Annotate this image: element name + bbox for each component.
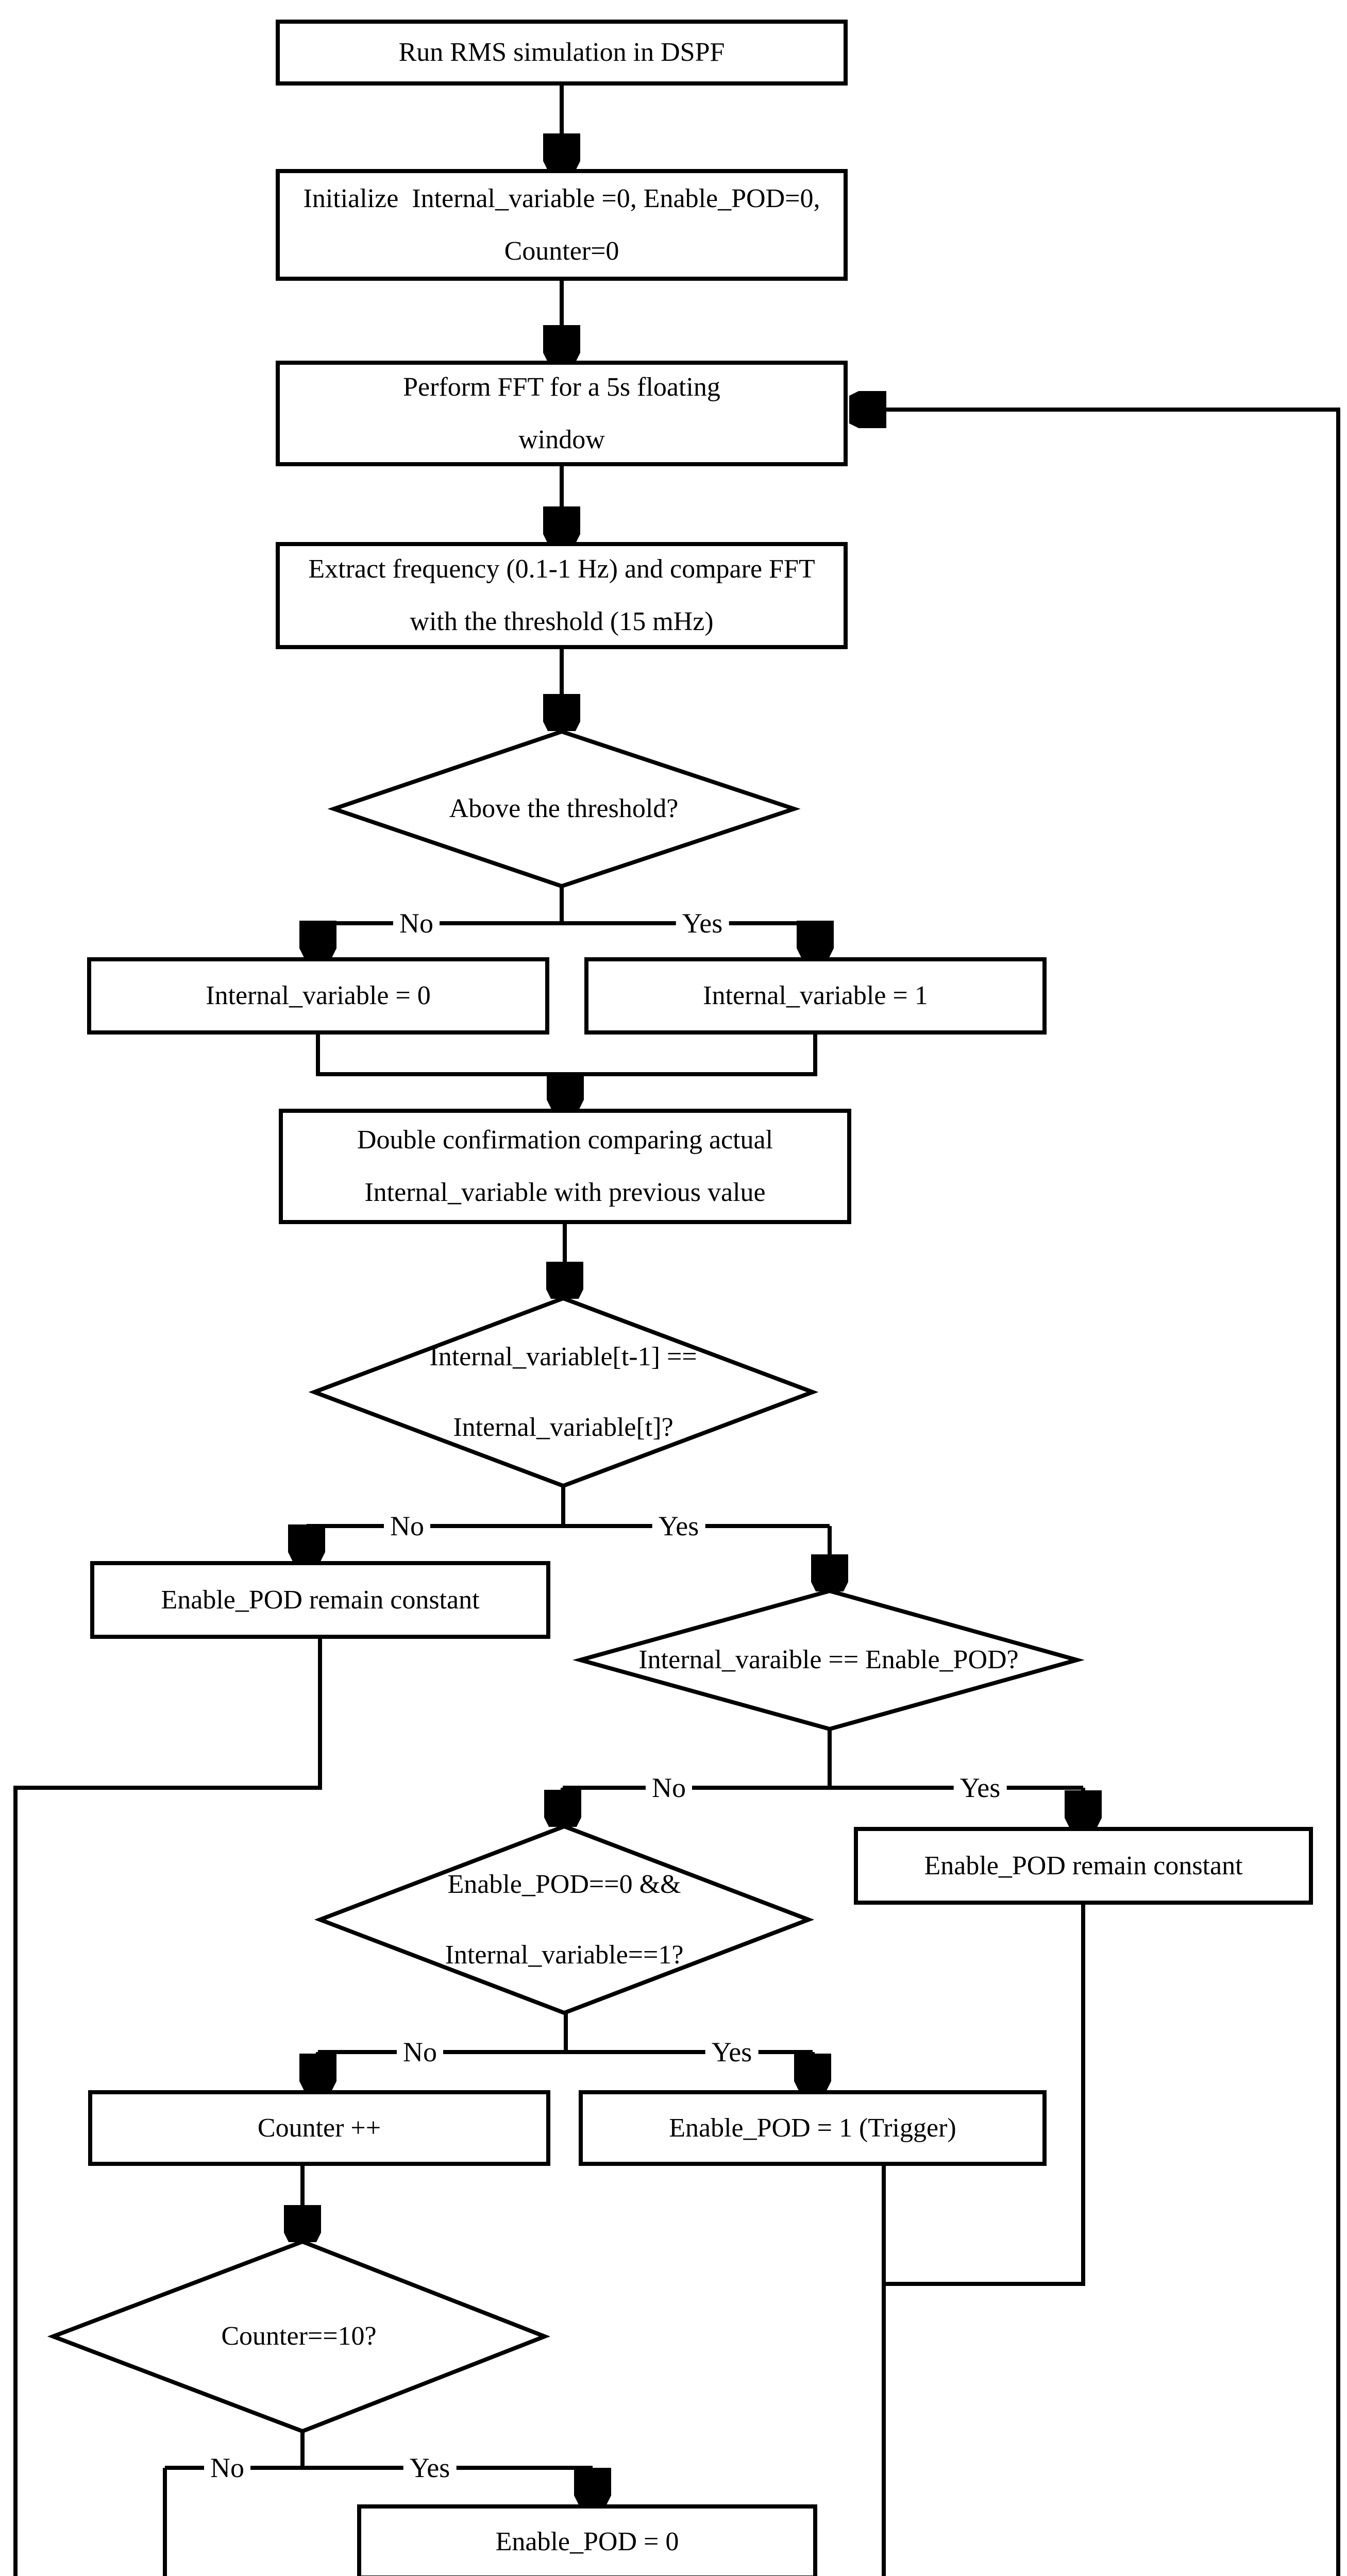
node-text: Counter=0 <box>504 236 619 266</box>
node-text: Above the threshold? <box>449 794 679 823</box>
decision-label-prev-equal: Internal_variable[t-1] == Internal_varia… <box>357 1319 769 1465</box>
node-text: Run RMS simulation in DSPF <box>398 38 725 67</box>
node-text: Internal_variable = 1 <box>703 981 928 1010</box>
process-extract-frequency: Extract frequency (0.1-1 Hz) and compare… <box>276 542 848 649</box>
node-text: Internal_variable==1? <box>445 1940 684 1970</box>
process-internal-variable-0: Internal_variable = 0 <box>87 957 549 1035</box>
edge-label-counter-yes: Yes <box>403 2454 457 2482</box>
edge-label-trig-yes: Yes <box>705 2038 759 2066</box>
node-text: Internal_variable = 0 <box>206 981 431 1010</box>
node-text: Initialize Internal_variable =0, Enable_… <box>303 183 820 213</box>
decision-label-pod0-and-var1: Enable_POD==0 && Internal_variable==1? <box>384 1850 745 1990</box>
node-text: Counter==10? <box>221 2321 377 2351</box>
node-text: Enable_POD = 0 <box>495 2527 679 2556</box>
connector-var-merge <box>316 1034 817 1076</box>
decision-label-var-eq-pod: Internal_varaible == Enable_POD? <box>597 1643 1060 1676</box>
connector-threshold-split <box>318 886 815 925</box>
edge-label-eqpod-no: No <box>646 1774 692 1802</box>
node-text: Extract frequency (0.1-1 Hz) and compare… <box>308 554 815 584</box>
node-text: Enable_POD remain constant <box>924 1851 1243 1880</box>
node-text: Internal_variable[t]? <box>453 1412 674 1442</box>
connector-repeat-loop <box>854 410 1340 2576</box>
edge-label-threshold-no: No <box>393 909 440 937</box>
edge-label-threshold-yes: Yes <box>676 909 729 937</box>
node-text: Internal_varaible == Enable_POD? <box>638 1645 1019 1674</box>
decision-label-counter10: Counter==10? <box>144 2320 453 2353</box>
process-double-confirmation: Double confirmation comparing actual Int… <box>279 1109 851 1224</box>
node-text: Double confirmation comparing actual <box>357 1125 773 1155</box>
process-enable-pod-constant-left: Enable_POD remain constant <box>90 1561 550 1639</box>
edge-label-counter-no: No <box>204 2454 250 2482</box>
decision-label-above-threshold: Above the threshold? <box>358 792 770 825</box>
node-text: Enable_POD==0 && <box>447 1869 681 1899</box>
process-internal-variable-1: Internal_variable = 1 <box>584 957 1047 1035</box>
edge-label-prev-no: No <box>384 1512 430 1540</box>
node-text: Counter ++ <box>257 2113 381 2143</box>
connector-podconst-right-merge <box>884 1904 1085 2286</box>
edge-label-eqpod-yes: Yes <box>953 1774 1007 1802</box>
node-text: Enable_POD = 1 (Trigger) <box>669 2113 956 2143</box>
process-perform-fft: Perform FFT for a 5s floating window <box>276 361 848 466</box>
connector-podconst-left-to-log <box>13 1638 322 2576</box>
process-enable-pod-trigger: Enable_POD = 1 (Trigger) <box>579 2090 1047 2166</box>
node-text: Internal_variable[t-1] == <box>429 1342 697 1371</box>
process-enable-pod-zero: Enable_POD = 0 <box>357 2504 817 2576</box>
node-text: Perform FFT for a 5s floating <box>403 372 720 402</box>
node-text: Internal_variable with previous value <box>364 1178 766 1207</box>
node-text: Enable_POD remain constant <box>161 1585 480 1615</box>
process-enable-pod-constant-right: Enable_POD remain constant <box>854 1827 1313 1905</box>
process-initialize: Initialize Internal_variable =0, Enable_… <box>276 169 848 281</box>
process-run-rms: Run RMS simulation in DSPF <box>276 20 848 86</box>
node-text: window <box>518 425 605 454</box>
process-counter-increment: Counter ++ <box>88 2090 550 2166</box>
node-text: with the threshold (15 mHz) <box>410 607 714 636</box>
edge-label-prev-yes: Yes <box>652 1512 705 1540</box>
edge-label-trig-no: No <box>397 2038 443 2066</box>
